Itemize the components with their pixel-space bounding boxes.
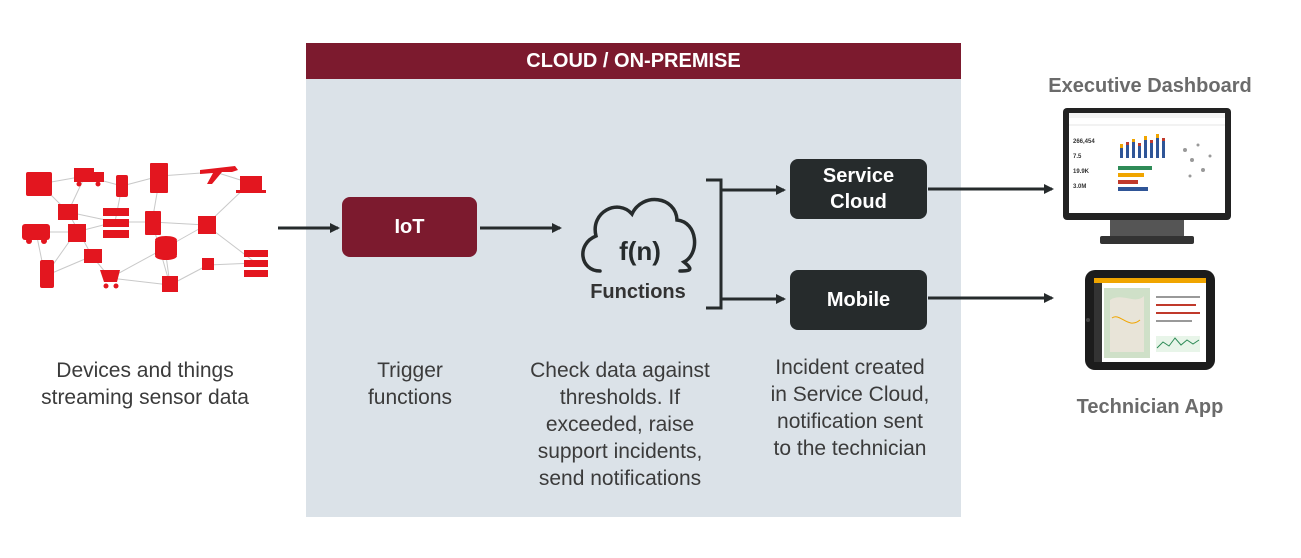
dashboard-readout: 19.9K bbox=[1073, 169, 1090, 175]
dashboard-readout: 266,454 bbox=[1073, 139, 1095, 145]
check-caption: Check data against thresholds. If exceed… bbox=[530, 359, 710, 490]
dashboard-readout: 7.5 bbox=[1073, 154, 1082, 160]
cloud-panel-header: CLOUD / ON-PREMISE bbox=[306, 43, 961, 79]
functions-label: Functions bbox=[590, 281, 686, 303]
mobile-node[interactable]: Mobile bbox=[790, 270, 927, 330]
incident-caption: Incident created in Service Cloud, notif… bbox=[770, 356, 930, 460]
devices-caption: Devices and things streaming sensor data bbox=[41, 359, 249, 409]
trigger-caption: Trigger functions bbox=[367, 359, 453, 409]
cloud-icon bbox=[581, 197, 697, 273]
device-network-icon bbox=[22, 163, 268, 292]
monitor-icon bbox=[1063, 108, 1231, 244]
functions-symbol: f(n) bbox=[619, 236, 661, 266]
dashboard-readout: 3.0M bbox=[1073, 184, 1087, 190]
fanout-bracket bbox=[706, 178, 723, 310]
iot-node[interactable]: IoT bbox=[342, 197, 477, 257]
dashboard-readouts: 266,454 7.5 19.9K 3.0M bbox=[1073, 129, 1111, 192]
service-cloud-node[interactable]: Service Cloud bbox=[790, 159, 927, 219]
executive-dashboard-title: Executive Dashboard bbox=[1048, 75, 1252, 97]
tablet-icon bbox=[1085, 270, 1215, 370]
technician-app-title: Technician App bbox=[1076, 396, 1224, 418]
